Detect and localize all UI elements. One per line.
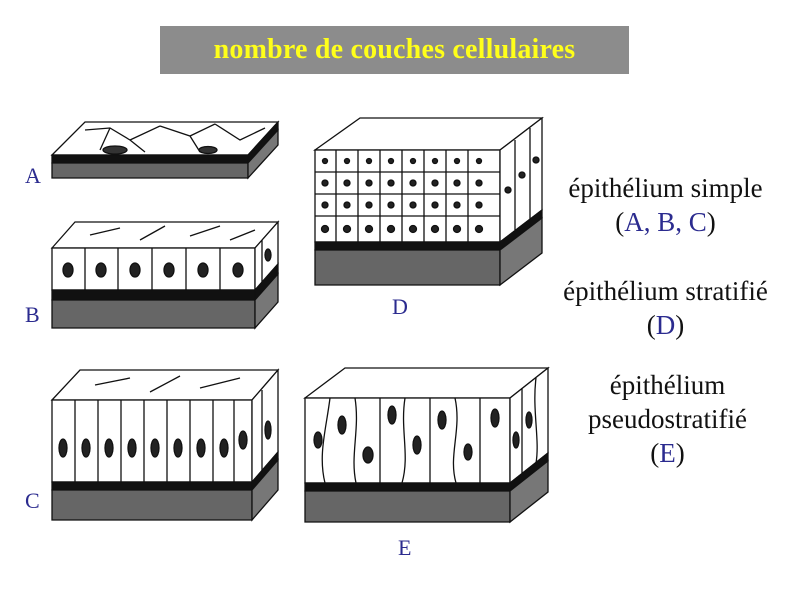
paren-close: ) bbox=[706, 207, 716, 237]
paren-close: ) bbox=[675, 438, 685, 468]
desc-pseudostratified: épithélium pseudostratifié (E) bbox=[555, 368, 780, 470]
block-e-pseudostratified bbox=[303, 366, 550, 524]
page-title: nombre de couches cellulaires bbox=[213, 34, 576, 65]
desc-stratified-refs-line: (D) bbox=[533, 308, 798, 342]
paren-open: ( bbox=[650, 438, 660, 468]
desc-simple-refs: A, B, C bbox=[624, 207, 707, 237]
desc-simple-refs-line: (A, B, C) bbox=[548, 205, 783, 239]
block-c-columnar bbox=[50, 368, 280, 522]
desc-simple: épithélium simple (A, B, C) bbox=[548, 171, 783, 239]
panel-label-a: A bbox=[25, 163, 41, 188]
desc-stratified: épithélium stratifié (D) bbox=[533, 274, 798, 342]
block-b-cuboidal bbox=[50, 220, 280, 330]
title-banner: nombre de couches cellulaires bbox=[160, 26, 629, 74]
paren-open: ( bbox=[615, 207, 625, 237]
panel-label-b: B bbox=[25, 302, 40, 327]
panel-label-e: E bbox=[398, 535, 412, 560]
desc-pseudo-refs: E bbox=[659, 438, 676, 468]
panel-label-c: C bbox=[25, 488, 40, 513]
desc-stratified-title: épithélium stratifié bbox=[563, 276, 768, 306]
desc-stratified-refs: D bbox=[655, 310, 676, 340]
panel-label-d: D bbox=[392, 294, 408, 319]
block-a-squamous bbox=[50, 120, 280, 180]
desc-pseudo-title-1: épithélium bbox=[609, 370, 726, 400]
paren-close: ) bbox=[675, 310, 685, 340]
paren-open: ( bbox=[646, 310, 656, 340]
block-d-stratified bbox=[312, 116, 544, 287]
desc-pseudo-refs-line: (E) bbox=[555, 436, 780, 470]
desc-pseudo-title-2: pseudostratifié bbox=[588, 404, 747, 434]
desc-simple-title: épithélium simple bbox=[568, 173, 763, 203]
